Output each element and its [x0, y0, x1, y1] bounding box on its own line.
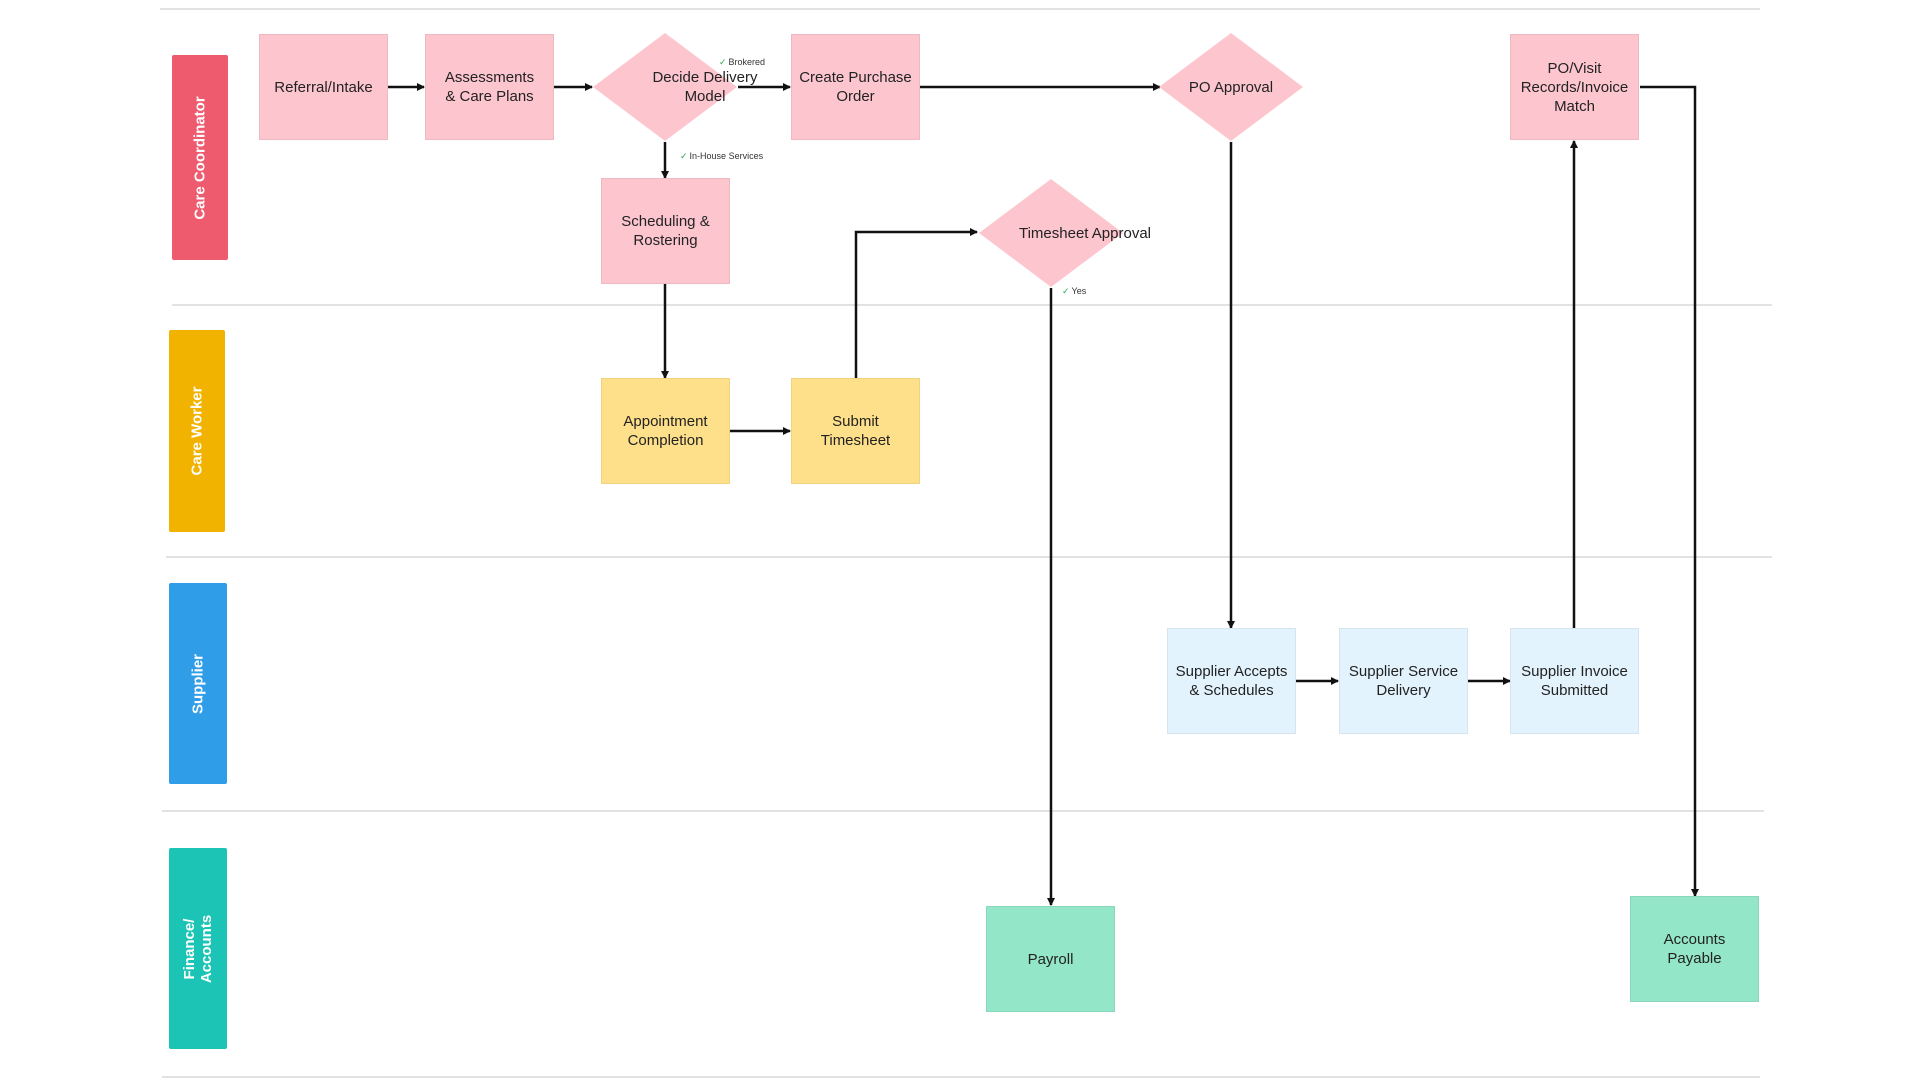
diamond-shape: [1159, 33, 1303, 141]
lane-label-supplier: Supplier: [189, 653, 207, 714]
arrow-submit-timesheet-to-timesheet-approval: [854, 228, 978, 378]
node-create-purchase-order[interactable]: Create Purchase Order: [791, 34, 920, 140]
node-accounts-payable[interactable]: Accounts Payable: [1630, 896, 1759, 1002]
node-appointment-completion[interactable]: Appointment Completion: [601, 378, 730, 484]
decision-po-approval[interactable]: PO Approval: [1158, 32, 1304, 142]
lane-finance-accounts: Finance/Accounts: [169, 848, 227, 1049]
node-supplier-accepts-schedules[interactable]: Supplier Accepts & Schedules: [1167, 628, 1296, 734]
node-label: Accounts Payable: [1663, 931, 1726, 967]
lane-supplier: Supplier: [169, 583, 227, 784]
edge-label-text: Yes: [1071, 286, 1087, 296]
node-label: Supplier Invoice Submitted: [1521, 663, 1628, 699]
arrow-po-match-to-accounts-payable: [1640, 85, 1699, 897]
node-label: Timesheet Approval: [1018, 224, 1151, 242]
node-supplier-invoice-submitted[interactable]: Supplier Invoice Submitted: [1510, 628, 1639, 734]
node-label: PO/Visit Records/Invoice Match: [1520, 59, 1629, 115]
lane-label-finance-accounts: Finance/Accounts: [181, 914, 215, 982]
decision-timesheet-approval[interactable]: Timesheet Approval: [978, 178, 1151, 288]
node-po-visit-invoice-match[interactable]: PO/Visit Records/Invoice Match: [1510, 34, 1639, 140]
node-label: Supplier Service Delivery: [1348, 663, 1459, 699]
decision-decide-delivery-model[interactable]: Decide Delivery Model: [592, 32, 758, 142]
edge-label-in-house: ✓In-House Services: [680, 151, 763, 162]
edge-label-yes: ✓Yes: [1062, 286, 1086, 297]
diamond-shape: [979, 179, 1123, 287]
node-label: Create Purchase Order: [799, 69, 912, 105]
node-label: PO Approval: [1188, 78, 1274, 96]
check-icon: ✓: [680, 151, 688, 161]
lane-label-finance-line2: Accounts: [198, 914, 215, 983]
check-icon: ✓: [719, 57, 727, 67]
lane-label-finance-line1: Finance/: [181, 918, 198, 979]
arrows: [388, 83, 1699, 906]
check-icon: ✓: [1062, 286, 1070, 296]
node-supplier-service-delivery[interactable]: Supplier Service Delivery: [1339, 628, 1468, 734]
node-label: Referral/Intake: [274, 78, 373, 96]
node-label: Assessments & Care Plans: [444, 69, 535, 105]
node-label: Supplier Accepts & Schedules: [1175, 663, 1288, 699]
lane-dividers: [160, 8, 1772, 1078]
edge-label-text: In-House Services: [689, 151, 764, 161]
node-submit-timesheet[interactable]: Submit Timesheet: [791, 378, 920, 484]
lane-care-coordinator: Care Coordinator: [172, 55, 228, 260]
node-label: Submit Timesheet: [820, 413, 891, 449]
node-label: Appointment Completion: [623, 413, 708, 449]
node-label: Payroll: [1027, 950, 1074, 968]
node-referral-intake[interactable]: Referral/Intake: [259, 34, 388, 140]
node-payroll[interactable]: Payroll: [986, 906, 1115, 1012]
lane-care-worker: Care Worker: [169, 330, 225, 532]
edge-label-text: Brokered: [728, 57, 766, 67]
node-label: Scheduling & Rostering: [621, 213, 710, 249]
edge-label-brokered: ✓Brokered: [719, 57, 765, 68]
node-assessments-care-plans[interactable]: Assessments & Care Plans: [425, 34, 554, 140]
node-label: Decide Delivery Model: [652, 69, 758, 105]
lane-label-care-coordinator: Care Coordinator: [191, 95, 209, 220]
lane-label-care-worker: Care Worker: [188, 386, 206, 476]
diamond-shape: [593, 33, 737, 141]
node-scheduling-rostering[interactable]: Scheduling & Rostering: [601, 178, 730, 284]
